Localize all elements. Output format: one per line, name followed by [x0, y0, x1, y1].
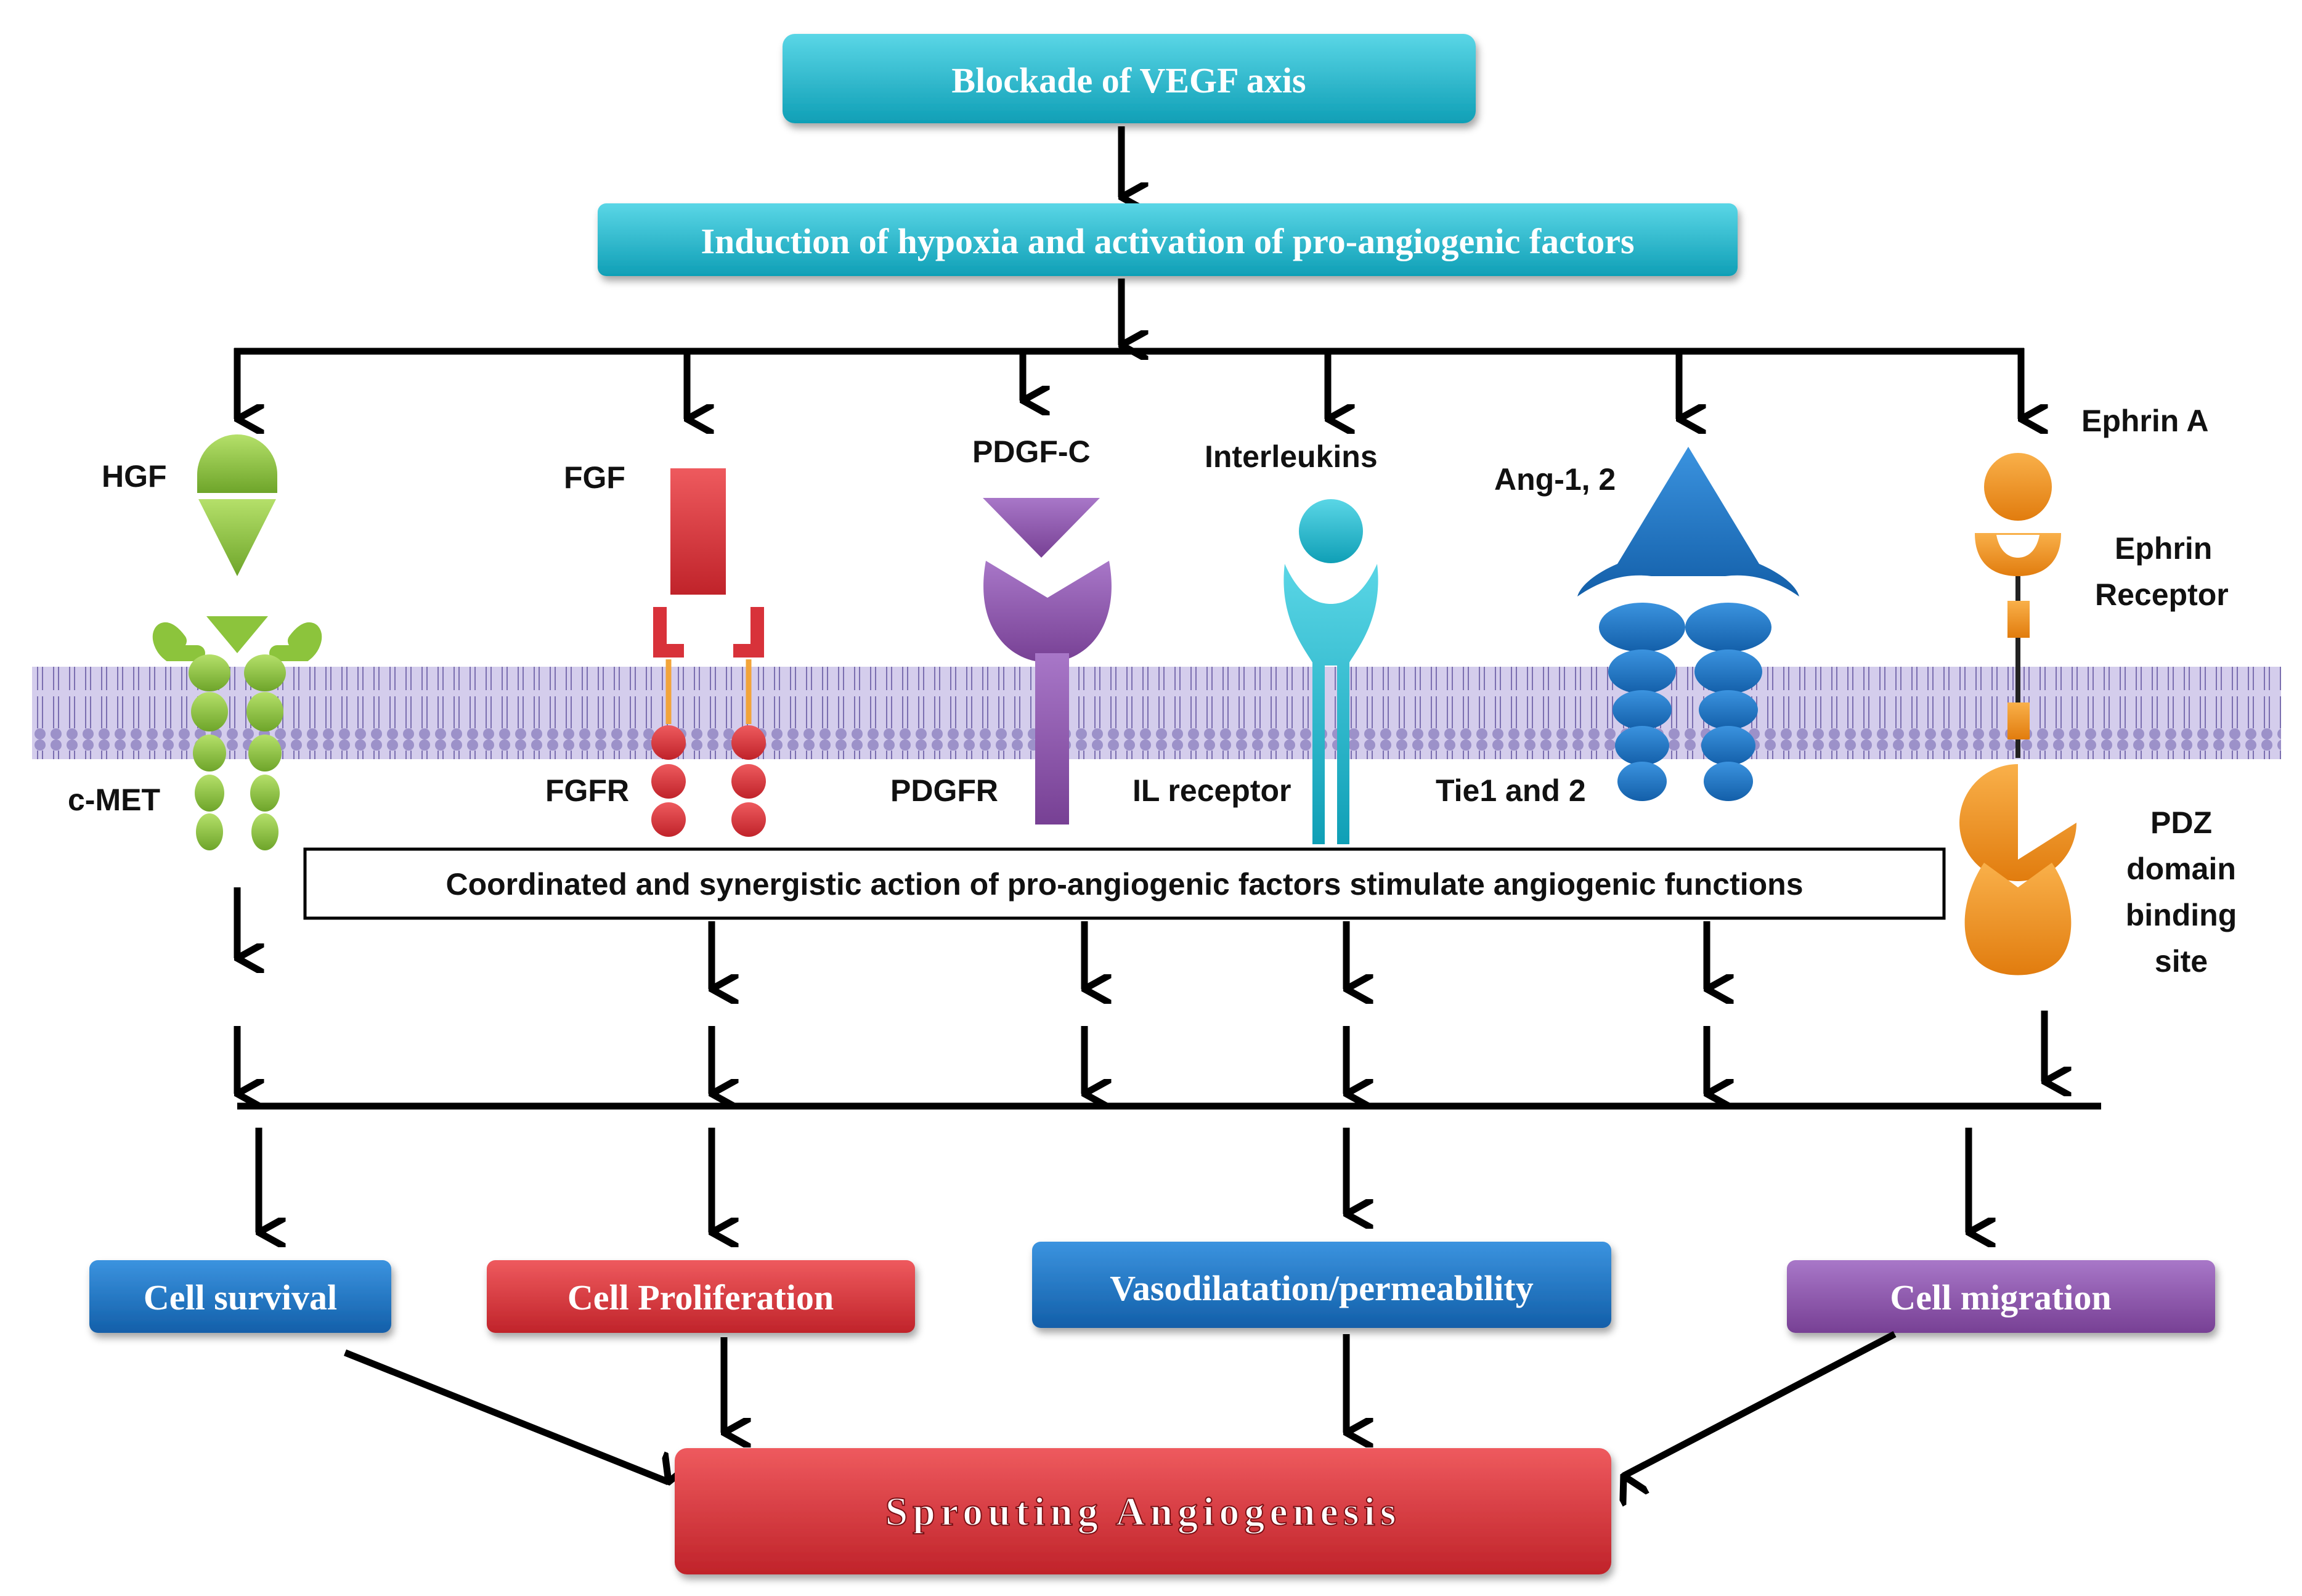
fgf-label: FGF: [564, 460, 625, 495]
hgf-ligand: [197, 434, 277, 576]
sprouting-angiogenesis-label: Sprouting Angiogenesis: [885, 1489, 1401, 1534]
fgfr-label: FGFR: [545, 773, 629, 808]
sprouting-angiogenesis-box: Sprouting Angiogenesis: [675, 1448, 1611, 1574]
ephrin-receptor-label-1: Ephrin: [2115, 531, 2212, 566]
hgf-label: HGF: [102, 459, 167, 494]
ephrin-a-label: Ephrin A: [2081, 404, 2208, 438]
cell-survival-box: Cell survival: [89, 1260, 391, 1333]
cell-proliferation-box: Cell Proliferation: [487, 1260, 915, 1333]
pdgfc-label: PDGF-C: [972, 434, 1091, 469]
blockade-box: Blockade of VEGF axis: [783, 34, 1476, 123]
vasodilatation-label: Vasodilatation/permeability: [1110, 1268, 1533, 1308]
coordinated-action-label: Coordinated and synergistic action of pr…: [445, 867, 1803, 902]
pdz-label-1: PDZ: [2150, 805, 2212, 840]
tie-receptors: [1599, 603, 1771, 801]
ang-ligand: [1577, 447, 1799, 596]
vasodilatation-box: Vasodilatation/permeability: [1032, 1242, 1611, 1328]
arrow-migration-to-final: [1624, 1331, 1897, 1476]
pdz-label-4: site: [2155, 944, 2208, 979]
ephrin-receptor: [1959, 533, 2076, 975]
ephrin-a-ligand: [1984, 453, 2052, 521]
hypoxia-box-label: Induction of hypoxia and activation of p…: [701, 221, 1634, 261]
ang-label: Ang-1, 2: [1494, 462, 1616, 497]
cell-membrane: [32, 667, 2281, 759]
cmet-receptor: [152, 616, 322, 850]
arrow-survival-to-final: [343, 1349, 669, 1482]
il-receptor-label: IL receptor: [1133, 773, 1291, 808]
fgfr-receptor: [651, 607, 766, 837]
pdz-label-2: domain: [2126, 852, 2236, 886]
cell-proliferation-label: Cell Proliferation: [567, 1277, 834, 1317]
pdgfr-receptor: [983, 561, 1112, 824]
cell-migration-label: Cell migration: [1890, 1277, 2111, 1317]
ephrin-receptor-label-2: Receptor: [2095, 577, 2229, 612]
cell-migration-box: Cell migration: [1787, 1260, 2215, 1333]
il-receptor: [1283, 564, 1378, 844]
tie-label: Tie1 and 2: [1436, 773, 1586, 808]
coordinated-action-box: Coordinated and synergistic action of pr…: [303, 847, 1946, 920]
interleukins-label: Interleukins: [1205, 439, 1378, 474]
fgf-ligand: [670, 468, 726, 595]
pdgfr-label: PDGFR: [890, 773, 998, 808]
blockade-box-label: Blockade of VEGF axis: [951, 60, 1306, 100]
interleukin-ligand: [1299, 499, 1363, 563]
cell-survival-label: Cell survival: [144, 1277, 337, 1317]
hypoxia-box: Induction of hypoxia and activation of p…: [598, 203, 1738, 276]
pdz-label-3: binding: [2126, 898, 2237, 932]
pdgfc-ligand: [983, 498, 1100, 558]
cmet-label: c-MET: [68, 783, 160, 817]
